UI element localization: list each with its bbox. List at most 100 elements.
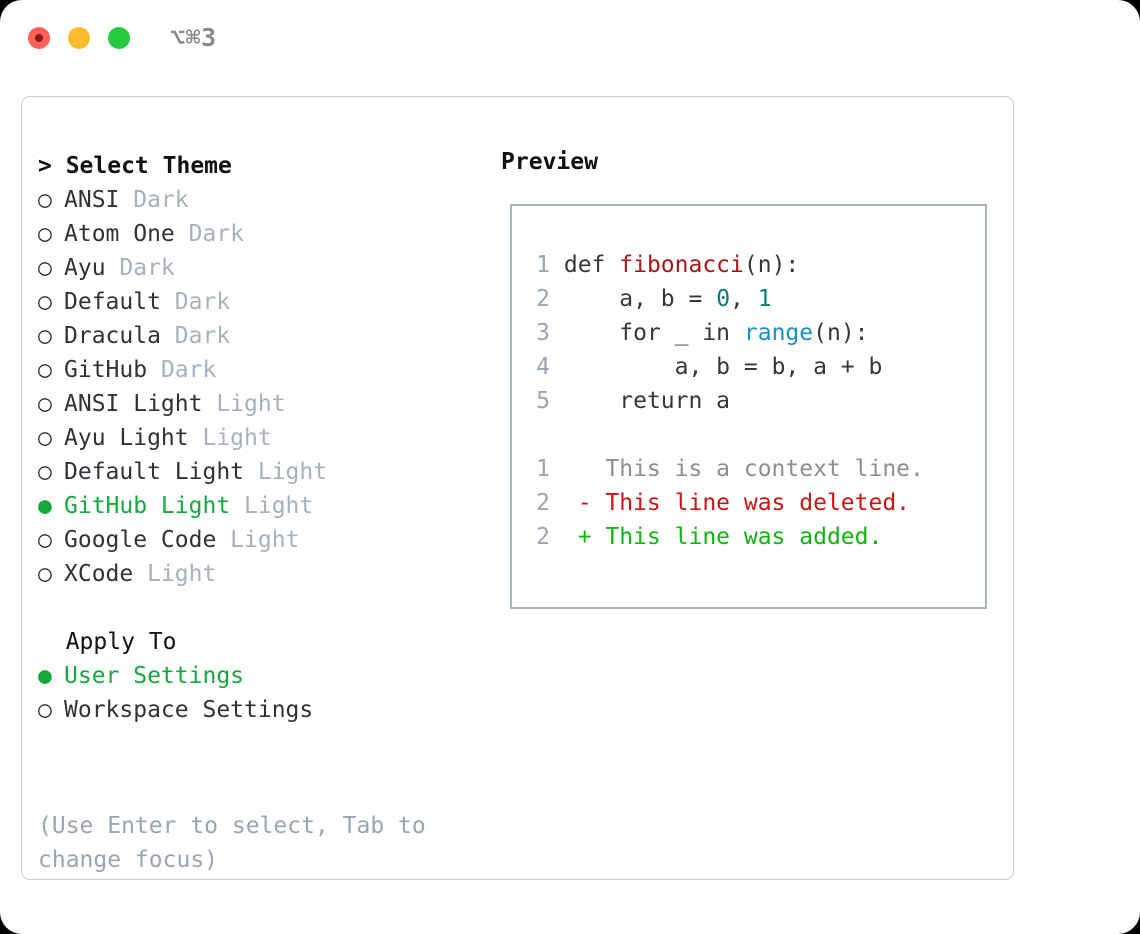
theme-item-label: Default Light	[64, 459, 245, 485]
code-token-plain: ,	[730, 286, 758, 312]
theme-item-atom-one[interactable]: ○ Atom One Dark	[38, 217, 488, 251]
theme-item-label: Ayu Light	[64, 425, 189, 451]
apply-to-item-label: User Settings	[64, 663, 245, 689]
line-number: 2	[536, 286, 550, 312]
code-token-call: range	[743, 320, 814, 346]
theme-item-github[interactable]: ○ GitHub Dark	[38, 353, 488, 387]
code-token-plain: for _ in	[563, 320, 744, 346]
radio-selected-icon: ●	[38, 493, 52, 519]
diff-line-ctx: 1 This is a context line.	[526, 452, 924, 486]
diff-line-text: - This line was deleted.	[550, 490, 911, 516]
code-gap	[550, 286, 564, 312]
theme-item-github-light[interactable]: ● GitHub Light Light	[38, 489, 488, 523]
close-button[interactable]	[28, 27, 50, 49]
theme-item-default[interactable]: ○Default Dark	[38, 285, 488, 319]
radio-unselected-icon: ○	[38, 527, 52, 553]
theme-item-label: Dracula	[64, 323, 161, 349]
code-token-plain: return a	[563, 388, 731, 414]
theme-item-variant-tag: Light	[133, 561, 217, 587]
code-line: 1 def fibonacci(n):	[526, 248, 924, 282]
theme-item-variant-tag: Light	[230, 493, 314, 519]
radio-unselected-icon: ○	[38, 357, 52, 383]
line-number: 2	[536, 524, 550, 550]
radio-unselected-icon: ○	[38, 221, 52, 247]
theme-item-variant-tag: Dark	[147, 357, 217, 383]
diff-line-text: This is a context line.	[550, 456, 924, 482]
minimize-button[interactable]	[68, 27, 90, 49]
apply-to-header: Apply To	[38, 629, 177, 655]
apply-to-list[interactable]: ● User Settings ○ Workspace Settings	[38, 659, 488, 727]
code-token-num: 1	[757, 286, 772, 312]
line-number: 3	[536, 320, 550, 346]
code-token-plain: a, b =	[563, 286, 717, 312]
code-token-plain: def	[563, 252, 620, 278]
radio-unselected-icon: ○	[38, 459, 52, 485]
radio-unselected-icon: ○	[38, 391, 52, 417]
radio-unselected-icon: ○	[38, 255, 52, 281]
zoom-button[interactable]	[108, 27, 130, 49]
theme-item-variant-tag: Dark	[105, 255, 175, 281]
theme-item-variant-tag: Light	[188, 425, 272, 451]
line-number: 5	[536, 388, 550, 414]
code-blank-line	[526, 418, 924, 452]
diff-line-text: + This line was added.	[550, 524, 883, 550]
theme-item-label: Default	[64, 289, 161, 315]
theme-item-label: GitHub	[64, 357, 148, 383]
code-line: 2 a, b = 0, 1	[526, 282, 924, 316]
left-column: > Select Theme ○ANSI Dark○Atom One Dark○…	[38, 149, 488, 727]
theme-item-ansi-light[interactable]: ○ ANSI Light Light	[38, 387, 488, 421]
theme-item-variant-tag: Dark	[119, 187, 189, 213]
radio-unselected-icon: ○	[38, 425, 52, 451]
main-panel: > Select Theme ○ANSI Dark○Atom One Dark○…	[21, 96, 1014, 880]
radio-unselected-icon: ○	[38, 697, 52, 723]
theme-item-ayu[interactable]: ○ Ayu Dark	[38, 251, 488, 285]
code-gap	[550, 252, 564, 278]
apply-to-item-user-settings[interactable]: ● User Settings	[38, 659, 488, 693]
line-number: 1	[536, 456, 550, 482]
apply-to-item-workspace-settings[interactable]: ○ Workspace Settings	[38, 693, 488, 727]
theme-item-variant-tag: Dark	[174, 221, 245, 247]
diff-line-del: 2 - This line was deleted.	[526, 486, 924, 520]
radio-unselected-icon: ○	[38, 323, 52, 349]
theme-item-ansi[interactable]: ○ ANSI Dark	[38, 183, 488, 217]
apply-to-item-label: Workspace Settings	[64, 697, 314, 723]
code-token-plain: (n):	[813, 320, 869, 346]
theme-item-variant-tag: Light	[244, 459, 328, 485]
theme-item-label: XCode	[64, 561, 134, 587]
radio-unselected-icon: ○	[38, 561, 52, 587]
theme-item-label: Atom One	[64, 221, 175, 247]
theme-item-ayu-light[interactable]: ○ Ayu Light Light	[38, 421, 488, 455]
radio-unselected-icon: ○	[38, 187, 52, 213]
theme-item-google-code[interactable]: ○Google Code Light	[38, 523, 488, 557]
theme-list[interactable]: ○ANSI Dark○Atom One Dark○Ayu Dark○Defaul…	[38, 183, 488, 591]
preview-title: Preview	[501, 149, 598, 175]
theme-item-variant-tag: Dark	[160, 289, 231, 315]
theme-item-variant-tag: Light	[202, 391, 286, 417]
code-token-fn: fibonacci	[619, 252, 744, 278]
code-token-plain: a, b = b, a + b	[563, 354, 883, 380]
radio-selected-icon: ●	[38, 663, 52, 689]
theme-item-label: GitHub Light	[64, 493, 231, 519]
theme-item-xcode[interactable]: ○ XCode Light	[38, 557, 488, 591]
theme-item-dracula[interactable]: ○ Dracula Dark	[38, 319, 488, 353]
theme-item-default-light[interactable]: ○ Default Light Light	[38, 455, 488, 489]
theme-item-variant-tag: Light	[216, 527, 300, 553]
section-spacer	[38, 591, 488, 625]
select-theme-header: > Select Theme	[38, 153, 232, 179]
theme-item-label: ANSI Light	[64, 391, 203, 417]
code-line: 5 return a	[526, 384, 924, 418]
title-bar: ⌥⌘3	[0, 0, 1140, 78]
code-token-num: 0	[716, 286, 731, 312]
diff-line-add: 2 + This line was added.	[526, 520, 924, 554]
line-number: 4	[536, 354, 550, 380]
theme-item-label: ANSI	[64, 187, 120, 213]
theme-item-label: Ayu	[64, 255, 106, 281]
code-line: 3 for _ in range(n):	[526, 316, 924, 350]
theme-item-variant-tag: Dark	[160, 323, 231, 349]
line-number: 2	[536, 490, 550, 516]
line-number: 1	[536, 252, 550, 278]
code-line: 4 a, b = b, a + b	[526, 350, 924, 384]
keyboard-hint-text: (Use Enter to select, Tab to change focu…	[38, 813, 426, 873]
